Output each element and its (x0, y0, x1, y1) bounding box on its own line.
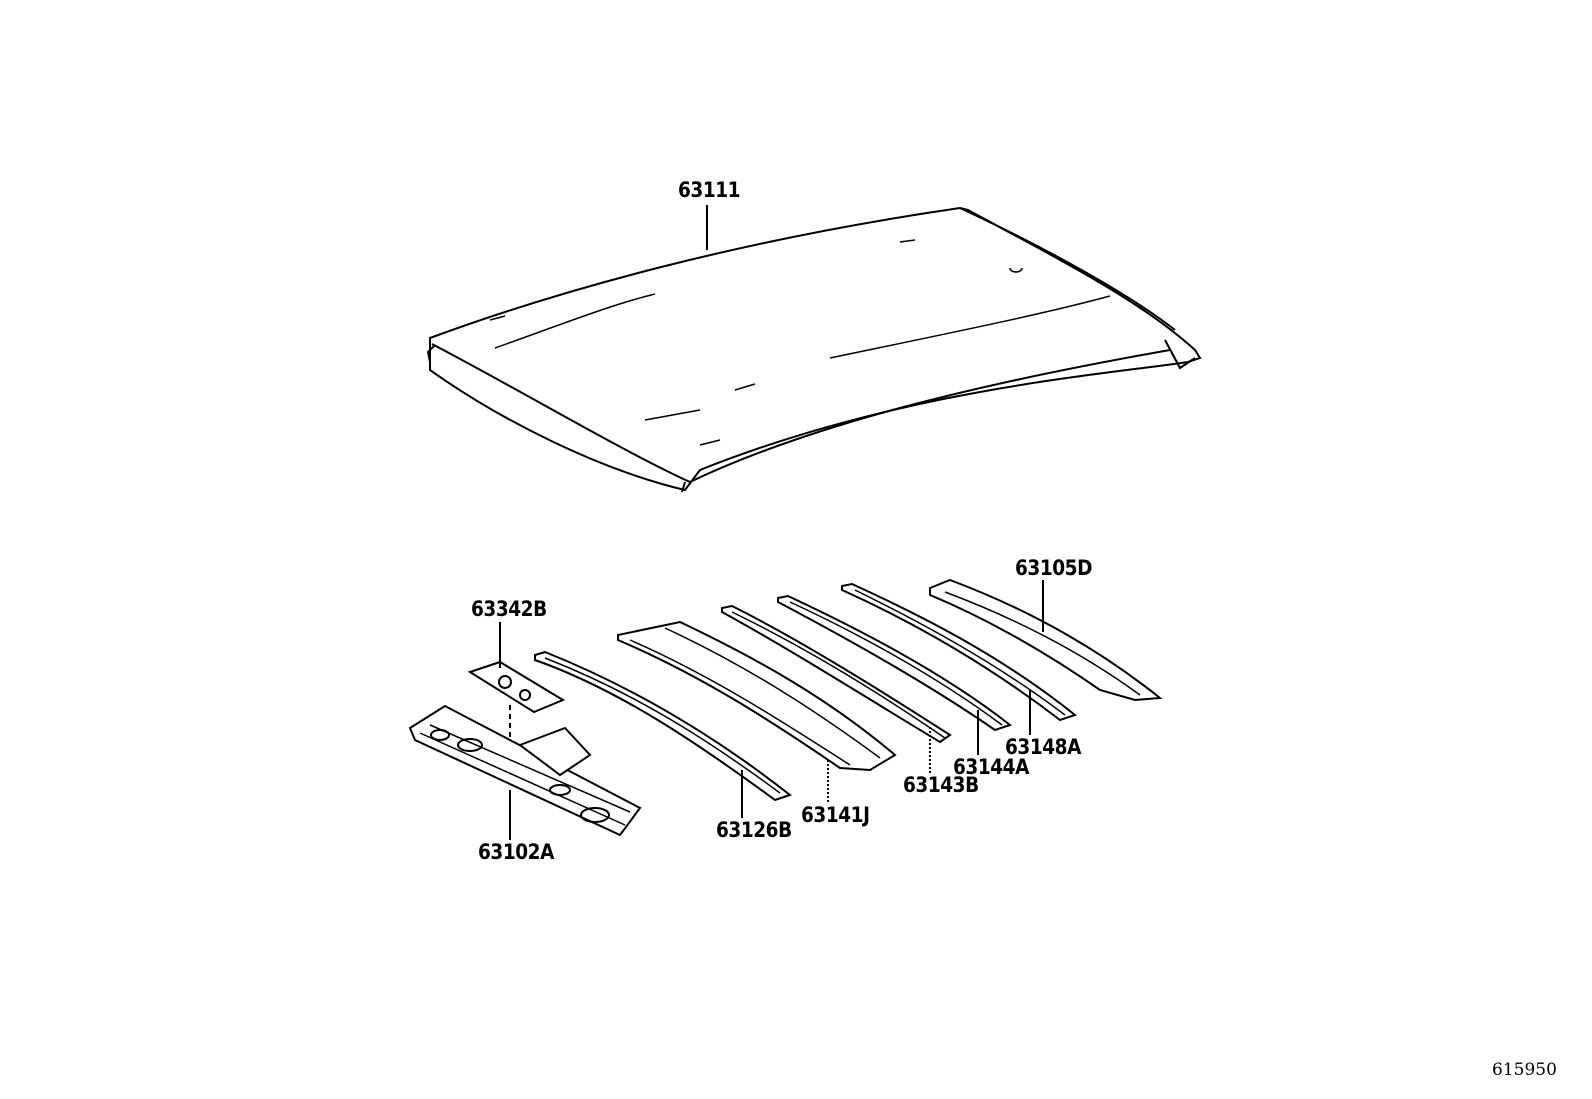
roof-bow-4-drawing[interactable] (777, 594, 1013, 755)
roof-panel-drawing[interactable] (426, 205, 1202, 493)
part-label-63105D[interactable]: 63105D (1015, 556, 1092, 580)
roof-bow-5-drawing[interactable] (841, 582, 1078, 735)
roof-bow-1-drawing[interactable] (534, 650, 793, 818)
part-label-63144A[interactable]: 63144A (953, 755, 1029, 779)
part-label-63342B[interactable]: 63342B (471, 597, 547, 621)
part-label-63111[interactable]: 63111 (678, 178, 741, 202)
diagram-id: 615950 (1492, 1060, 1557, 1080)
part-label-63143B[interactable]: 63143B (903, 773, 979, 797)
part-label-63102A[interactable]: 63102A (478, 840, 554, 864)
roof-bow-2-drawing[interactable] (617, 620, 897, 803)
part-label-63141J[interactable]: 63141J (801, 803, 870, 827)
part-label-63148A[interactable]: 63148A (1005, 735, 1081, 759)
part-label-63126B[interactable]: 63126B (716, 818, 792, 842)
reinforcement-drawing[interactable] (467, 622, 566, 775)
roof-bow-3-drawing[interactable] (721, 604, 952, 773)
rear-header-drawing[interactable] (929, 578, 1163, 702)
front-header-drawing[interactable] (408, 704, 642, 840)
